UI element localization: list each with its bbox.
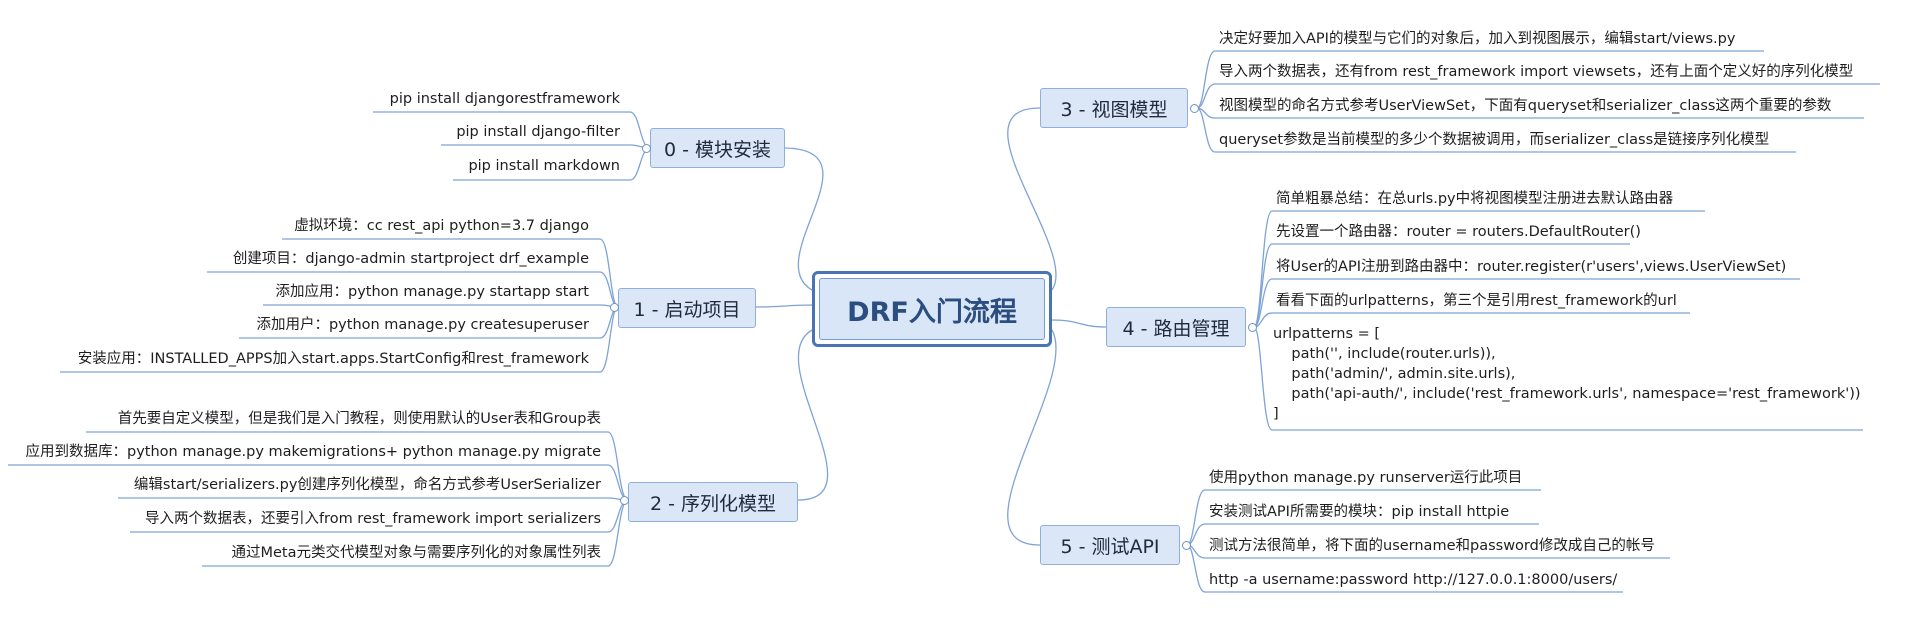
b1-leaf-4[interactable]: 安装应用：INSTALLED_APPS加入start.apps.StartCon… xyxy=(77,351,589,367)
b2-leaf-4[interactable]: 通过Meta元类交代模型对象与需要序列化的对象属性列表 xyxy=(231,545,601,561)
connector-b3-leaf0 xyxy=(1196,50,1764,109)
connector-b1-leaf2 xyxy=(263,304,619,308)
branch-2-collapse-toggle[interactable] xyxy=(620,496,629,505)
root-topic-label: DRF入门流程 xyxy=(819,278,1045,340)
b4-leaf-0[interactable]: 简单粗暴总结：在总urls.py中将视图模型注册进去默认路由器 xyxy=(1276,191,1674,207)
connector-root-b0 xyxy=(784,147,824,291)
branch-2-label: 2 - 序列化模型 xyxy=(649,492,777,515)
b1-leaf-3[interactable]: 添加用户：python manage.py createsuperuser xyxy=(256,317,589,333)
b2-leaf-3[interactable]: 导入两个数据表，还要引入from rest_framework import s… xyxy=(144,511,601,527)
b1-leaf-2[interactable]: 添加应用：python manage.py startapp start xyxy=(275,284,590,300)
connector-b4-code xyxy=(1253,326,1863,431)
b3-leaf-2[interactable]: 视图模型的命名方式参考UserViewSet，下面有queryset和seria… xyxy=(1219,98,1832,114)
connector-root-b2 xyxy=(797,329,829,501)
b4-urlpatterns-code[interactable]: urlpatterns = [ path('', include(router.… xyxy=(1273,326,1861,422)
branch-4-label: 4 - 路由管理 xyxy=(1122,317,1230,340)
b5-leaf-1[interactable]: 安装测试API所需要的模块：pip install httpie xyxy=(1209,504,1510,520)
b1-leaf-0[interactable]: 虚拟环境：cc rest_api python=3.7 django xyxy=(294,218,589,234)
b3-leaf-0[interactable]: 决定好要加入API的模型与它们的对象后，加入到视图展示，编辑start/view… xyxy=(1219,31,1736,47)
b5-leaf-2[interactable]: 测试方法很简单，将下面的username和password修改成自己的帐号 xyxy=(1209,538,1655,554)
b2-leaf-2[interactable]: 编辑start/serializers.py创建序列化模型，命名方式参考User… xyxy=(133,477,601,493)
connector-b3-leaf1 xyxy=(1196,83,1880,109)
branch-4-collapse-toggle[interactable] xyxy=(1248,323,1257,332)
branch-5-test-api[interactable]: 5 - 测试API xyxy=(1040,525,1180,565)
b5-leaf-3[interactable]: http -a username:password http://127.0.0… xyxy=(1209,572,1618,588)
connector-root-b3 xyxy=(1007,107,1057,291)
connector-b3-leaf2 xyxy=(1196,107,1864,119)
connector-b2-leaf2 xyxy=(118,497,629,501)
connector-b3-leaf3 xyxy=(1196,107,1796,153)
b2-leaf-0[interactable]: 首先要自定义模型，但是我们是入门教程，则使用默认的User表和Group表 xyxy=(117,411,601,427)
branch-5-collapse-toggle[interactable] xyxy=(1182,541,1191,550)
branch-0-collapse-toggle[interactable] xyxy=(642,144,651,153)
branch-1-label: 1 - 启动项目 xyxy=(633,298,741,321)
b4-leaf-1[interactable]: 先设置一个路由器：router = routers.DefaultRouter(… xyxy=(1276,224,1641,240)
connector-root-b5 xyxy=(1007,329,1057,546)
branch-4-routing[interactable]: 4 - 路由管理 xyxy=(1106,307,1246,347)
branch-0-label: 0 - 模块安装 xyxy=(663,138,772,161)
branch-3-collapse-toggle[interactable] xyxy=(1190,104,1199,113)
branch-2-serializer-model[interactable]: 2 - 序列化模型 xyxy=(628,482,798,522)
b0-leaf-1[interactable]: pip install django-filter xyxy=(456,124,620,140)
connector-root-b1 xyxy=(755,304,813,308)
b3-leaf-3[interactable]: queryset参数是当前模型的多少个数据被调用，而serializer_cla… xyxy=(1219,132,1770,148)
b4-leaf-3[interactable]: 看看下面的urlpatterns，第三个是引用rest_framework的ur… xyxy=(1276,293,1677,309)
b5-leaf-0[interactable]: 使用python manage.py runserver运行此项目 xyxy=(1209,470,1523,486)
branch-5-label: 5 - 测试API xyxy=(1060,535,1160,558)
connector-b0-leaf1 xyxy=(441,144,651,149)
connector-root-b4 xyxy=(1051,319,1107,328)
branch-0-module-install[interactable]: 0 - 模块安装 xyxy=(650,128,785,168)
b2-leaf-1[interactable]: 应用到数据库：python manage.py makemigrations+ … xyxy=(25,444,601,460)
connector-b4-leaf1 xyxy=(1253,243,1630,328)
b4-leaf-2[interactable]: 将User的API注册到路由器中：router.register(r'users… xyxy=(1276,259,1787,275)
branch-3-label: 3 - 视图模型 xyxy=(1060,98,1168,121)
branch-3-view-model[interactable]: 3 - 视图模型 xyxy=(1040,88,1188,128)
b0-leaf-0[interactable]: pip install djangorestframework xyxy=(389,91,620,107)
branch-1-start-project[interactable]: 1 - 启动项目 xyxy=(618,288,756,328)
b0-leaf-2[interactable]: pip install markdown xyxy=(468,158,620,174)
b3-leaf-1[interactable]: 导入两个数据表，还有from rest_framework import vie… xyxy=(1219,64,1854,80)
root-topic[interactable]: DRF入门流程 xyxy=(812,271,1052,347)
branch-1-collapse-toggle[interactable] xyxy=(610,303,619,312)
b1-leaf-1[interactable]: 创建项目：django-admin startproject drf_examp… xyxy=(232,251,589,267)
